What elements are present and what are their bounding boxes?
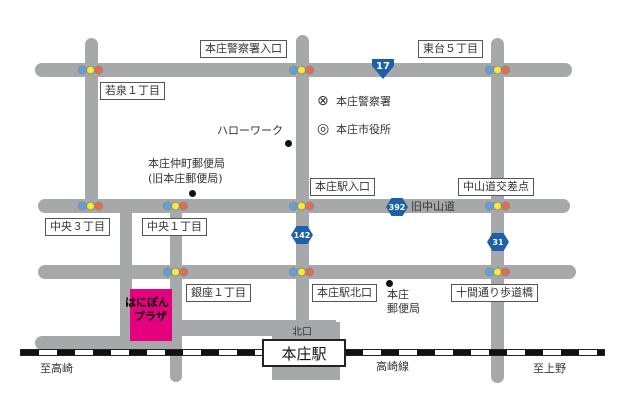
traffic-signal-icon xyxy=(163,267,188,277)
traffic-signal-icon xyxy=(78,201,103,211)
hellowork-label: ハローワーク xyxy=(217,124,283,137)
traffic-signal-icon xyxy=(485,65,510,75)
nakamachi-post-label: 本庄仲町郵便局 xyxy=(148,157,225,170)
road xyxy=(491,38,504,383)
post-office-label-1: 本庄 xyxy=(387,288,409,301)
road xyxy=(85,38,98,210)
cityhall-label: 本庄市役所 xyxy=(336,123,391,136)
traffic-signal-icon xyxy=(485,267,510,277)
label-nakasendo-kousaten: 中山道交差点 xyxy=(458,178,534,196)
cityhall-icon: ◎ xyxy=(317,121,330,137)
traffic-signal-icon xyxy=(485,201,510,211)
label-eki-iriguchi: 本庄駅入口 xyxy=(310,178,375,196)
post-office-marker-icon xyxy=(386,280,393,287)
traffic-signal-icon xyxy=(289,201,314,211)
takasaki-line-label: 高崎線 xyxy=(376,360,409,373)
road xyxy=(120,206,132,346)
label-chuo3: 中央３丁目 xyxy=(45,218,110,236)
hanipon-plaza-label-2: プラザ xyxy=(134,310,167,323)
label-keisatsu-iriguchi: 本庄警察署入口 xyxy=(200,40,287,58)
label-ginza1: 銀座１丁目 xyxy=(186,284,251,302)
hanipon-plaza-label-1: はにぽん xyxy=(125,296,169,309)
hanipon-plaza xyxy=(130,289,172,341)
to-ueno-label: 至上野 xyxy=(533,362,566,375)
route-392-icon: 392 xyxy=(386,198,408,216)
old-post-label: (旧本庄郵便局) xyxy=(148,172,223,185)
route-31-icon: 31 xyxy=(487,233,509,251)
north-exit-label: 北口 xyxy=(292,327,312,338)
traffic-signal-icon xyxy=(163,201,188,211)
traffic-signal-icon xyxy=(78,65,103,75)
label-wakaizumi: 若泉１丁目 xyxy=(100,82,165,100)
station-name-box: 本庄駅 xyxy=(262,339,346,367)
nakamachi-post-marker-icon xyxy=(189,190,196,197)
route-142-icon: 142 xyxy=(291,226,313,244)
label-eki-kitaguchi: 本庄駅北口 xyxy=(312,284,377,302)
traffic-signal-icon xyxy=(289,267,314,277)
police-label: 本庄警察署 xyxy=(336,95,391,108)
traffic-signal-icon xyxy=(289,65,314,75)
post-office-label-2: 郵便局 xyxy=(387,302,420,315)
label-chuo1: 中央１丁目 xyxy=(142,218,207,236)
label-higashidai: 東台５丁目 xyxy=(418,40,483,58)
old-nakasendo-label: 旧中山道 xyxy=(411,200,455,213)
road xyxy=(296,35,309,335)
hellowork-marker-icon xyxy=(285,140,292,147)
to-takasaki-label: 至高崎 xyxy=(40,362,73,375)
police-icon: ⊗ xyxy=(317,93,329,109)
label-jikken: 十間通り歩道橋 xyxy=(451,284,538,302)
